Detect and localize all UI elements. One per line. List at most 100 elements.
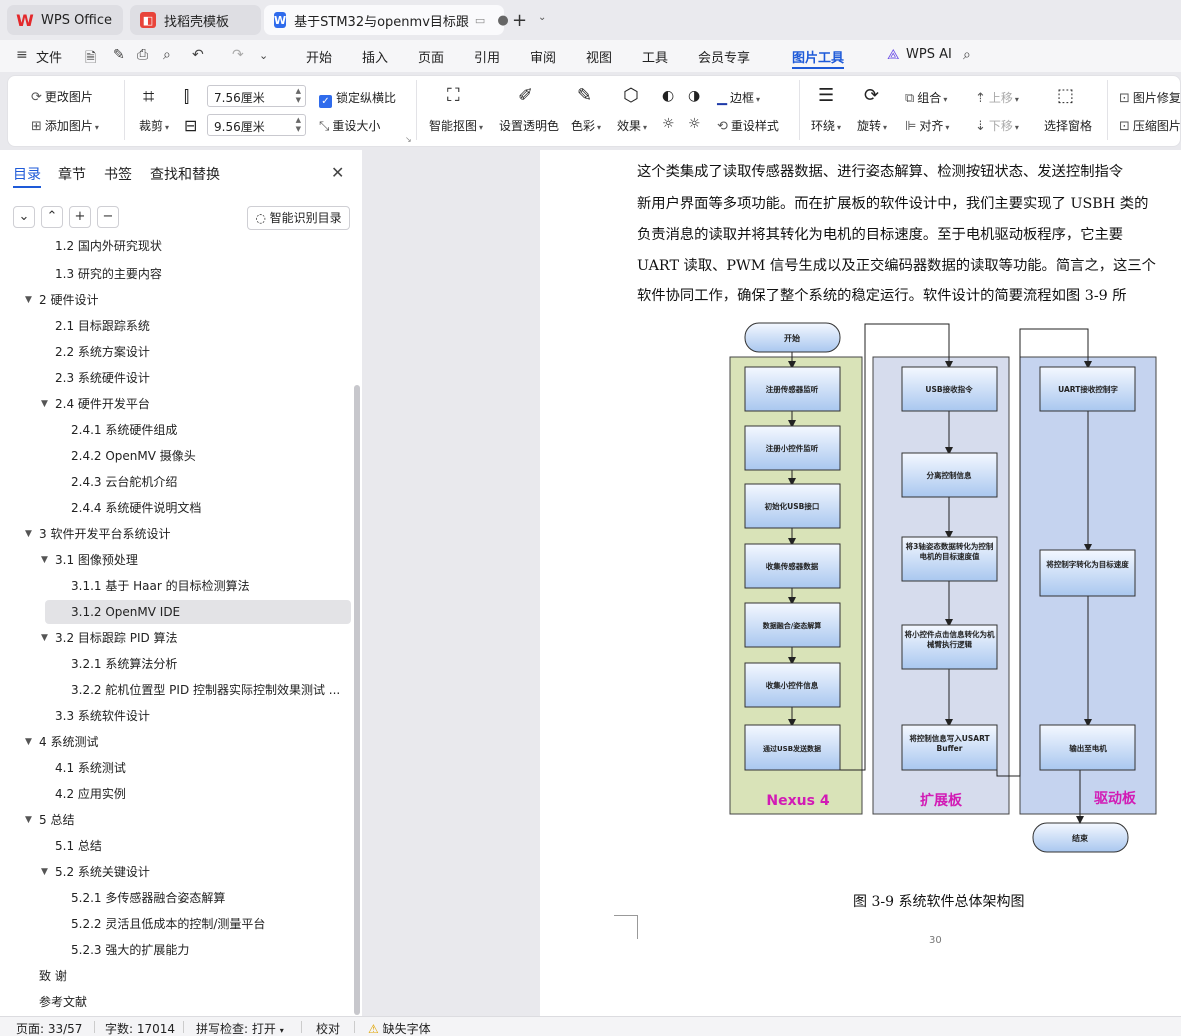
menu-insert[interactable]: 插入 [362,51,389,66]
toc-item[interactable]: 2.1 目标跟踪系统 [0,314,353,338]
undo-icon[interactable]: ↶ [192,47,204,63]
status-missing-font[interactable]: ⚠ 缺失字体 [368,1020,431,1036]
toc-item[interactable]: 1.3 研究的主要内容 [0,262,353,286]
expand-triangle-icon[interactable]: ▼ [41,867,48,877]
menu-membership[interactable]: 会员专享 [698,51,751,66]
width-input[interactable]: 7.56厘米▲▼ [207,85,306,107]
toc-item[interactable]: ▼2.4 硬件开发平台 [0,392,353,416]
rotate-button[interactable]: 旋转▾ [857,119,888,133]
smart-cutout-button[interactable]: 智能抠图▾ [429,119,484,133]
smart-toc-button[interactable]: ◌ 智能识别目录 [247,206,350,230]
toc-item[interactable]: 4.1 系统测试 [0,756,353,780]
search-icon[interactable]: ⌕ [963,47,971,63]
height-input[interactable]: 9.56厘米▲▼ [207,114,306,136]
format-painter-icon[interactable]: ✎ [113,47,125,63]
toc-item[interactable]: ▼3.1 图像预处理 [0,548,353,572]
flowchart-figure[interactable]: 开始 结束 注册传感器监听 注册小控件监听 初始化USB接口 收集传感器数据 数… [727,320,1181,858]
toc-item[interactable]: 5.2.1 多传感器融合姿态解算 [0,886,353,910]
toc-item[interactable]: 致 谢 [0,964,353,988]
crop-button[interactable]: 裁剪▾ [139,119,170,133]
expand-triangle-icon[interactable]: ▼ [25,815,32,825]
toc-item[interactable]: 4.2 应用实例 [0,782,353,806]
toc-item[interactable]: ▼3.2 目标跟踪 PID 算法 [0,626,353,650]
menu-wps-ai[interactable]: WPS AI [906,47,952,62]
status-proofread[interactable]: 校对 [316,1022,341,1036]
toc-item[interactable]: 1.2 国内外研究现状 [0,238,353,256]
contrast-up-icon[interactable]: ☼ [662,116,675,132]
tab-toc[interactable]: 目录 [13,167,41,183]
tab-bookmarks[interactable]: 书签 [104,167,132,183]
crop-icon[interactable]: ⌗ [143,84,155,108]
menu-reference[interactable]: 引用 [474,51,501,66]
close-icon[interactable]: ✕ [331,163,345,182]
expand-triangle-icon[interactable]: ▼ [41,633,48,643]
picture-repair-button[interactable]: ⊡图片修复 [1119,89,1181,106]
print-preview-icon[interactable]: ⌕ [163,47,171,63]
toc-item[interactable]: 3.1.1 基于 Haar 的目标检测算法 [0,574,353,598]
toc-item[interactable]: 3.2.1 系统算法分析 [0,652,353,676]
effect-button[interactable]: 效果▾ [617,119,648,133]
tab-find-replace[interactable]: 查找和替换 [150,167,220,183]
toc-item[interactable]: 3.3 系统软件设计 [0,704,353,728]
toc-item[interactable]: 2.4.2 OpenMV 摄像头 [0,444,353,468]
collapse-all-button[interactable]: ⌄ [13,206,35,228]
compress-button[interactable]: ⊡压缩图片 [1119,117,1181,134]
menu-file[interactable]: 文件 [36,51,63,66]
color-button[interactable]: 色彩▾ [571,119,602,133]
chevron-down-icon[interactable]: ⌄ [538,12,547,23]
change-picture-button[interactable]: ⟳更改图片 [31,88,93,105]
reset-size-button[interactable]: ⤡重设大小 [319,117,380,134]
toc-item[interactable]: 2.4.1 系统硬件组成 [0,418,353,442]
status-page[interactable]: 页面: 33/57 [16,1022,83,1036]
group-button[interactable]: ⧉组合▾ [905,91,948,106]
toc-item[interactable]: ▼3 软件开发平台系统设计 [0,522,353,546]
expand-up-button[interactable]: ⌃ [41,206,63,228]
print-icon[interactable]: ⎙ [137,47,149,63]
status-word-count[interactable]: 字数: 17014 [105,1022,176,1036]
toc-item[interactable]: 5.2.3 强大的扩展能力 [0,938,353,962]
expand-triangle-icon[interactable]: ▼ [25,529,32,539]
menu-page[interactable]: 页面 [418,51,445,66]
brightness-down-icon[interactable]: ◑ [688,88,701,104]
unsaved-dot-icon[interactable]: ● [497,12,509,28]
set-transparent-button[interactable]: 设置透明色 [499,117,559,134]
toc-item[interactable]: ▼4 系统测试 [0,730,353,754]
menu-tools[interactable]: 工具 [642,51,669,66]
panel-scrollbar[interactable] [354,385,360,1015]
selection-pane-button[interactable]: 选择窗格 [1044,117,1092,134]
toc-item-selected[interactable]: 3.1.2 OpenMV IDE [45,600,351,624]
brightness-up-icon[interactable]: ◐ [662,88,675,104]
toc-item[interactable]: 参考文献 [0,990,353,1014]
expand-triangle-icon[interactable]: ▼ [41,555,48,565]
contrast-down-icon[interactable]: ☼ [688,116,701,132]
add-heading-button[interactable]: + [69,206,91,228]
spinner-arrows-icon[interactable]: ▲▼ [295,116,301,133]
menu-review[interactable]: 审阅 [530,51,557,66]
toc-item[interactable]: ▼5.2 系统关键设计 [0,860,353,884]
align-button[interactable]: ⊫对齐▾ [905,119,950,134]
tab-sections[interactable]: 章节 [58,167,86,183]
expand-triangle-icon[interactable]: ▼ [25,737,32,747]
save-icon[interactable]: 🗎 [85,50,97,66]
reset-style-button[interactable]: ⟲重设样式 [717,117,779,134]
toc-item[interactable]: 5.2.2 灵活且低成本的控制/测量平台 [0,912,353,936]
remove-heading-button[interactable]: − [97,206,119,228]
new-tab-icon[interactable]: + [512,10,528,31]
menu-picture-tools[interactable]: 图片工具 [792,51,845,66]
move-up-button[interactable]: ⇡上移▾ [975,91,1019,106]
tab-document[interactable]: W 基于STM32与openmv目标跟 ▭ ● [264,5,509,35]
toc-item[interactable]: 2.2 系统方案设计 [0,340,353,364]
toc-item[interactable]: 2.4.4 系统硬件说明文档 [0,496,353,520]
tab-wps-office[interactable]: W WPS Office [7,5,123,35]
toc-item[interactable]: 5.1 总结 [0,834,353,858]
spinner-arrows-icon[interactable]: ▲▼ [295,87,301,104]
wrap-button[interactable]: 环绕▾ [811,119,842,133]
hamburger-icon[interactable]: ≡ [16,47,28,63]
toc-item[interactable]: 2.3 系统硬件设计 [0,366,353,390]
border-button[interactable]: ▁边框▾ [717,91,761,106]
expand-triangle-icon[interactable]: ▼ [25,295,32,305]
toc-item[interactable]: 2.4.3 云台舵机介绍 [0,470,353,494]
tab-template-store[interactable]: ◧ 找稻壳模板 [130,5,261,35]
toc-item[interactable]: 3.2.2 舵机位置型 PID 控制器实际控制效果测试 ... [0,678,353,702]
redo-icon[interactable]: ↷ [232,47,244,63]
